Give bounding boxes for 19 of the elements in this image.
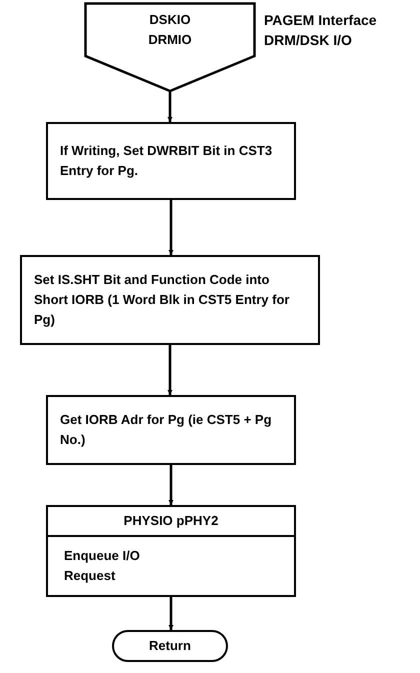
arrow — [168, 597, 174, 630]
entry-pentagon — [84, 2, 256, 92]
node-text: DRMIO — [148, 31, 192, 49]
subroutine-box — [46, 505, 296, 597]
node-caption: PAGEM Interface DRM/DSK I/O — [264, 11, 378, 50]
node-text: Enqueue I/O Request — [64, 547, 141, 585]
arrow — [168, 92, 172, 122]
node-text: If Writing, Set DWRBIT Bit in CST3 Entry for Pg. — [60, 142, 274, 180]
node-text: DSKIO — [149, 11, 191, 29]
process-box — [46, 122, 296, 200]
process-box — [46, 395, 296, 465]
arrow — [168, 465, 174, 505]
node-text: Return — [149, 637, 191, 656]
process-box — [20, 255, 320, 345]
arrow — [168, 345, 172, 395]
node-text: Set IS.SHT Bit and Function Code into Short IORB (1 Word Blk in CST5 Entry for Pg) — [34, 271, 290, 329]
node-text: PHYSIO pPHY2 — [124, 512, 218, 530]
arrow — [168, 200, 174, 255]
node-text: Get IORB Adr for Pg (ie CST5 + Pg No.) — [60, 411, 273, 449]
